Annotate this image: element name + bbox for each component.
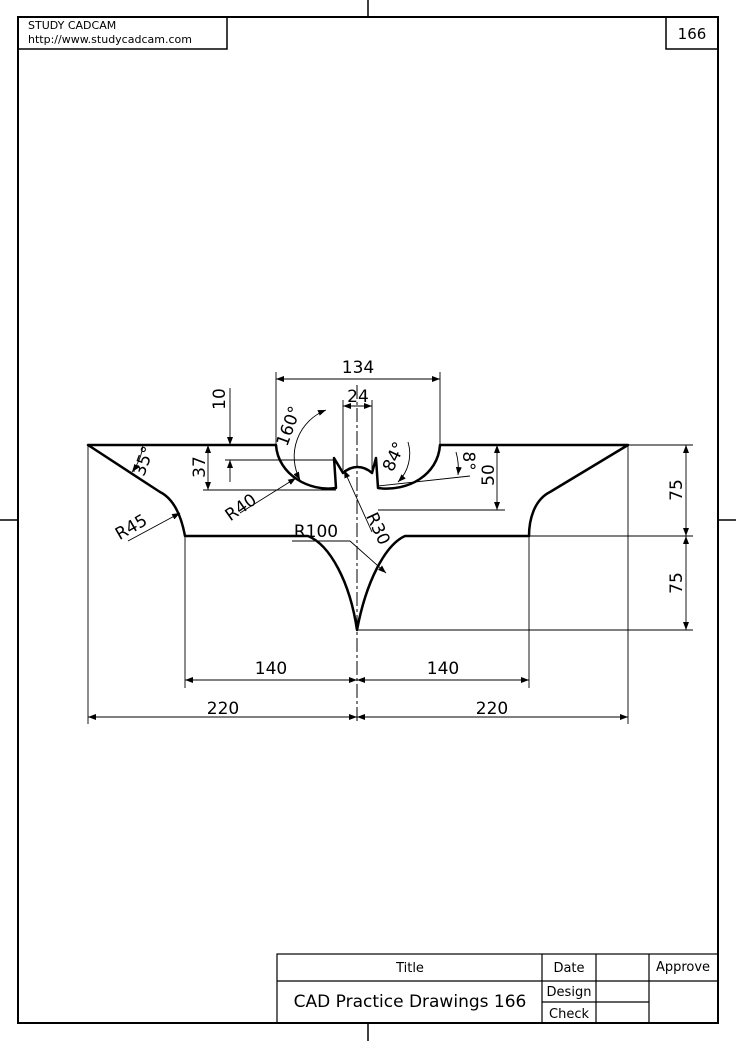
dim-37: 37 — [190, 456, 210, 478]
dim-140-right: 140 — [427, 659, 459, 679]
title-block: Title CAD Practice Drawings 166 Date Des… — [276, 953, 719, 1024]
title-header: Title — [395, 961, 424, 976]
dimension-lines — [87, 372, 693, 724]
dim-140-left: 140 — [255, 659, 287, 679]
dim-50: 50 — [479, 464, 499, 486]
dim-220-left: 220 — [207, 699, 239, 719]
header-box: STUDY CADCAM http://www.studycadcam.com — [17, 16, 228, 50]
dim-24: 24 — [347, 387, 369, 407]
radius-r100: R100 — [294, 522, 338, 542]
site-url: http://www.studycadcam.com — [28, 33, 192, 46]
dim-220-right: 220 — [476, 699, 508, 719]
radius-r30: R30 — [361, 510, 393, 549]
site-name: STUDY CADCAM — [28, 19, 116, 32]
angle-160: 160° — [273, 404, 306, 449]
sheet-number-box: 166 — [665, 16, 719, 50]
dim-75-bottom: 75 — [667, 572, 687, 594]
approve-label: Approve — [656, 960, 710, 975]
check-label: Check — [549, 1007, 589, 1022]
angle-84: 84° — [379, 439, 410, 475]
design-label: Design — [547, 985, 592, 1000]
angle-8: 8° — [458, 451, 478, 470]
sheet-number: 166 — [678, 25, 707, 43]
dim-10: 10 — [210, 388, 230, 410]
drawing-title: CAD Practice Drawings 166 — [294, 992, 527, 1012]
dim-134: 134 — [342, 358, 374, 378]
date-label: Date — [553, 961, 584, 976]
radius-r40: R40 — [222, 490, 261, 526]
bat-outline — [86, 443, 630, 632]
dim-75-top: 75 — [667, 479, 687, 501]
angle-35: 35° — [130, 444, 159, 479]
